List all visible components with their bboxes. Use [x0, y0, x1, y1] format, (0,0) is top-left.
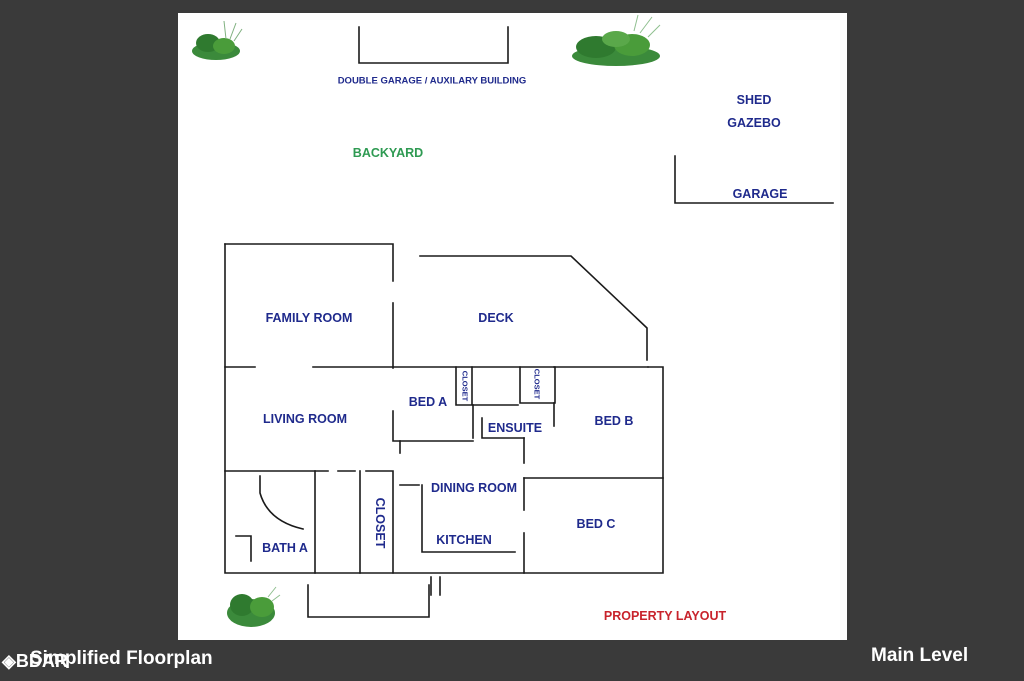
plant-bottomleft	[227, 586, 281, 627]
backyard-label: BACKYARD	[352, 146, 424, 160]
footer-title: Simplified Floorplan	[30, 648, 213, 669]
floorplan-sheet: DOUBLE GARAGE / AUXILARY BUILDING BACKYA…	[178, 13, 847, 640]
front-step	[307, 584, 430, 618]
bed-c-label: BED C	[576, 517, 616, 531]
footer-level: Main Level	[871, 645, 969, 666]
side-garage-outline	[674, 155, 834, 204]
plant-topleft	[192, 20, 243, 60]
wall	[392, 410, 474, 442]
entry-mark	[430, 576, 441, 596]
wall	[224, 243, 394, 282]
kitchen-label: KITCHEN	[436, 533, 492, 547]
bed-a-label: BED A	[408, 395, 448, 409]
logo-text: BDAR	[15, 651, 68, 671]
floorplan-drawing	[192, 14, 834, 627]
family-room-label: FAMILY ROOM	[265, 311, 353, 325]
deck-outline	[419, 255, 648, 361]
wall	[224, 243, 664, 574]
wall	[481, 417, 525, 439]
property-layout-label: PROPERTY LAYOUT	[603, 609, 727, 623]
double-garage-label: DOUBLE GARAGE / AUXILARY BUILDING	[337, 75, 527, 87]
closet-b-label: CLOSET	[532, 368, 542, 400]
wall	[421, 484, 516, 553]
deck-label: DECK	[478, 311, 514, 325]
closet-hall-label: CLOSET	[373, 497, 387, 549]
dining-room-label: DINING ROOM	[430, 481, 518, 495]
garage-label: GARAGE	[732, 187, 788, 201]
plant-topcenter	[572, 14, 661, 66]
ensuite-label: ENSUITE	[487, 421, 543, 435]
wall	[365, 470, 394, 574]
wall	[235, 535, 252, 562]
gazebo-label: GAZEBO	[727, 116, 781, 130]
shed-label: SHED	[736, 93, 772, 107]
bath-door-arc	[259, 475, 304, 530]
living-room-label: LIVING ROOM	[262, 412, 348, 426]
bath-a-label: BATH A	[262, 541, 308, 555]
logo-mark-icon: ◈	[2, 651, 16, 671]
bed-b-label: BED B	[594, 414, 634, 428]
wall	[519, 366, 556, 404]
wall	[455, 366, 473, 406]
brand-logo: ◈BDAR	[2, 651, 68, 672]
closet-a-label: CLOSET	[460, 370, 470, 402]
garage-outline	[358, 26, 509, 64]
